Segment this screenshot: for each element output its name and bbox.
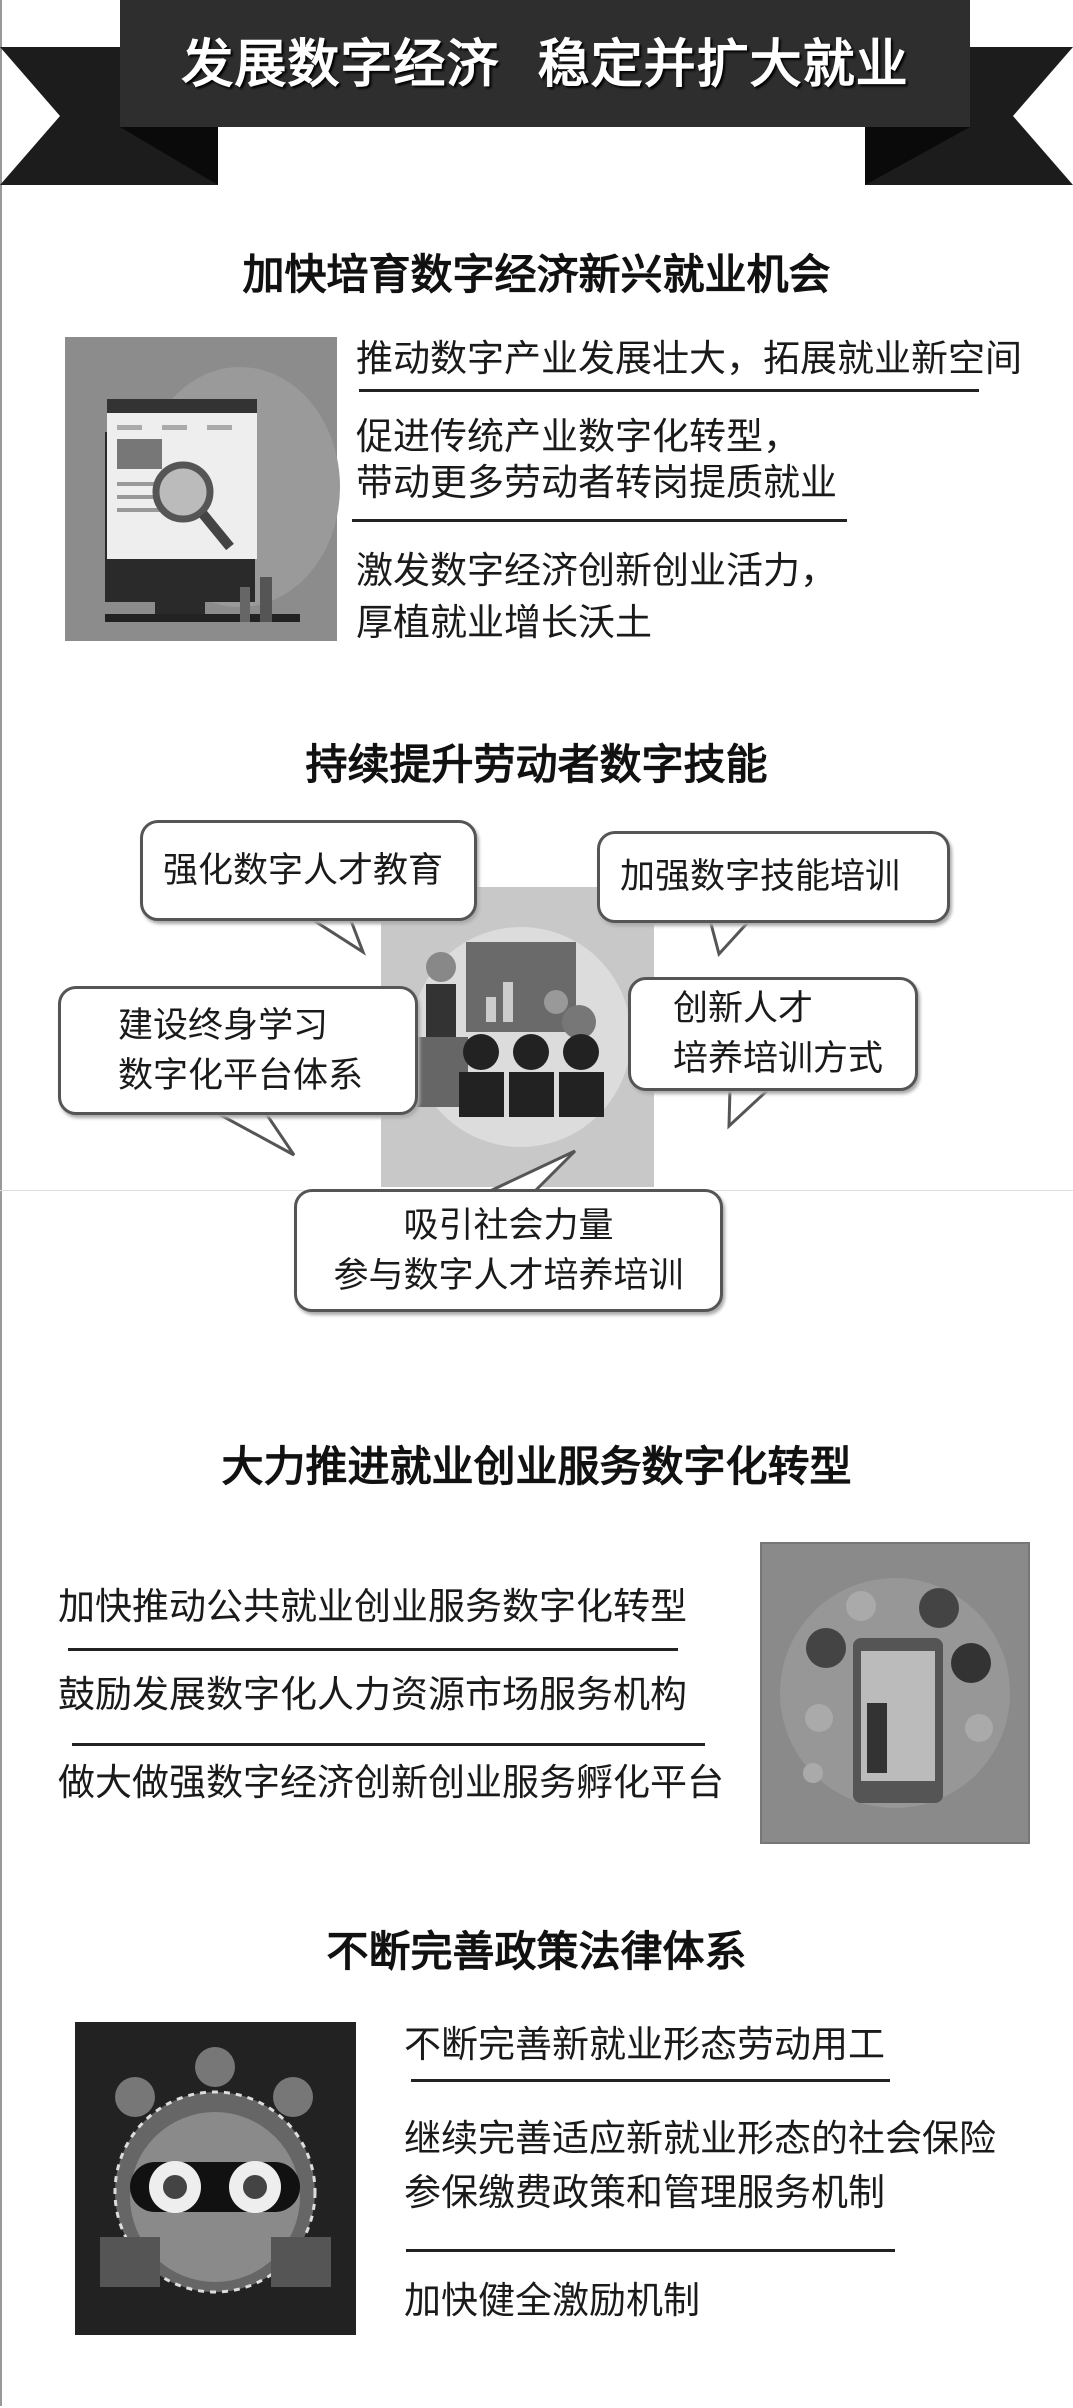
section1-item-2-line-1: 促进传统产业数字化转型， (356, 415, 800, 458)
divider (72, 1743, 705, 1746)
banner-title: 发展数字经济 稳定并扩大就业 (181, 34, 909, 95)
speech-bubble-5: 吸引社会力量 参与数字人才培养培训 (294, 1189, 723, 1312)
section1-item-2-line-2: 带动更多劳动者转岗提质就业 (356, 461, 837, 504)
bubble-text: 强化数字人才教育 (163, 850, 444, 891)
bubble-text: 吸引社会力量 (403, 1205, 614, 1246)
divider (359, 389, 979, 392)
section3-item-3: 做大做强数字经济创新创业服务孵化平台 (58, 1761, 724, 1804)
banner-ribbon (0, 0, 1073, 185)
bubble-text: 建设终身学习 (118, 1005, 329, 1046)
section-heading-3: 大力推进就业创业服务数字化转型 (221, 1442, 852, 1491)
section1-item-3-line-1: 激发数字经济创新创业活力， (356, 549, 837, 592)
section3-item-2: 鼓励发展数字化人力资源市场服务机构 (58, 1673, 687, 1716)
bubble-text: 培养培训方式 (673, 1039, 884, 1079)
speech-bubble-1: 强化数字人才教育 (140, 820, 477, 921)
section4-item-2-line-1: 继续完善适应新就业形态的社会保险 (404, 2117, 996, 2160)
bubble-tails (214, 916, 774, 1193)
speech-bubble-3: 建设终身学习 数字化平台体系 (58, 986, 418, 1115)
mobile-services-illustration (760, 1542, 1030, 1844)
section4-item-2-line-2: 参保缴费政策和管理服务机制 (404, 2171, 885, 2214)
speech-bubble-2: 加强数字技能培训 (597, 831, 950, 923)
bubble-text: 参与数字人才培养培训 (333, 1255, 684, 1296)
section-heading-4: 不断完善政策法律体系 (326, 1927, 747, 1976)
section3-item-1: 加快推动公共就业创业服务数字化转型 (58, 1585, 687, 1628)
section1-item-1-line-1: 推动数字产业发展壮大，拓展就业新空间 (356, 337, 1022, 380)
bubble-text: 创新人才 (673, 989, 814, 1029)
section4-item-3: 加快健全激励机制 (404, 2279, 700, 2322)
speech-bubble-4: 创新人才 培养培训方式 (628, 977, 918, 1091)
section-heading-1: 加快培育数字经济新兴就业机会 (242, 250, 831, 299)
training-presentation-illustration (381, 887, 654, 1187)
divider (411, 2079, 890, 2082)
section4-item-1: 不断完善新就业形态劳动用工 (404, 2023, 885, 2066)
bubble-text: 加强数字技能培训 (620, 857, 901, 897)
bubble-text: 数字化平台体系 (118, 1055, 364, 1096)
divider (68, 1648, 678, 1651)
divider (406, 2249, 895, 2252)
divider (352, 519, 847, 522)
search-monitor-illustration (65, 337, 340, 641)
section-heading-2: 持续提升劳动者数字技能 (305, 740, 768, 789)
owl-globe-illustration (75, 2022, 356, 2335)
section1-item-3-line-2: 厚植就业增长沃土 (356, 601, 652, 644)
